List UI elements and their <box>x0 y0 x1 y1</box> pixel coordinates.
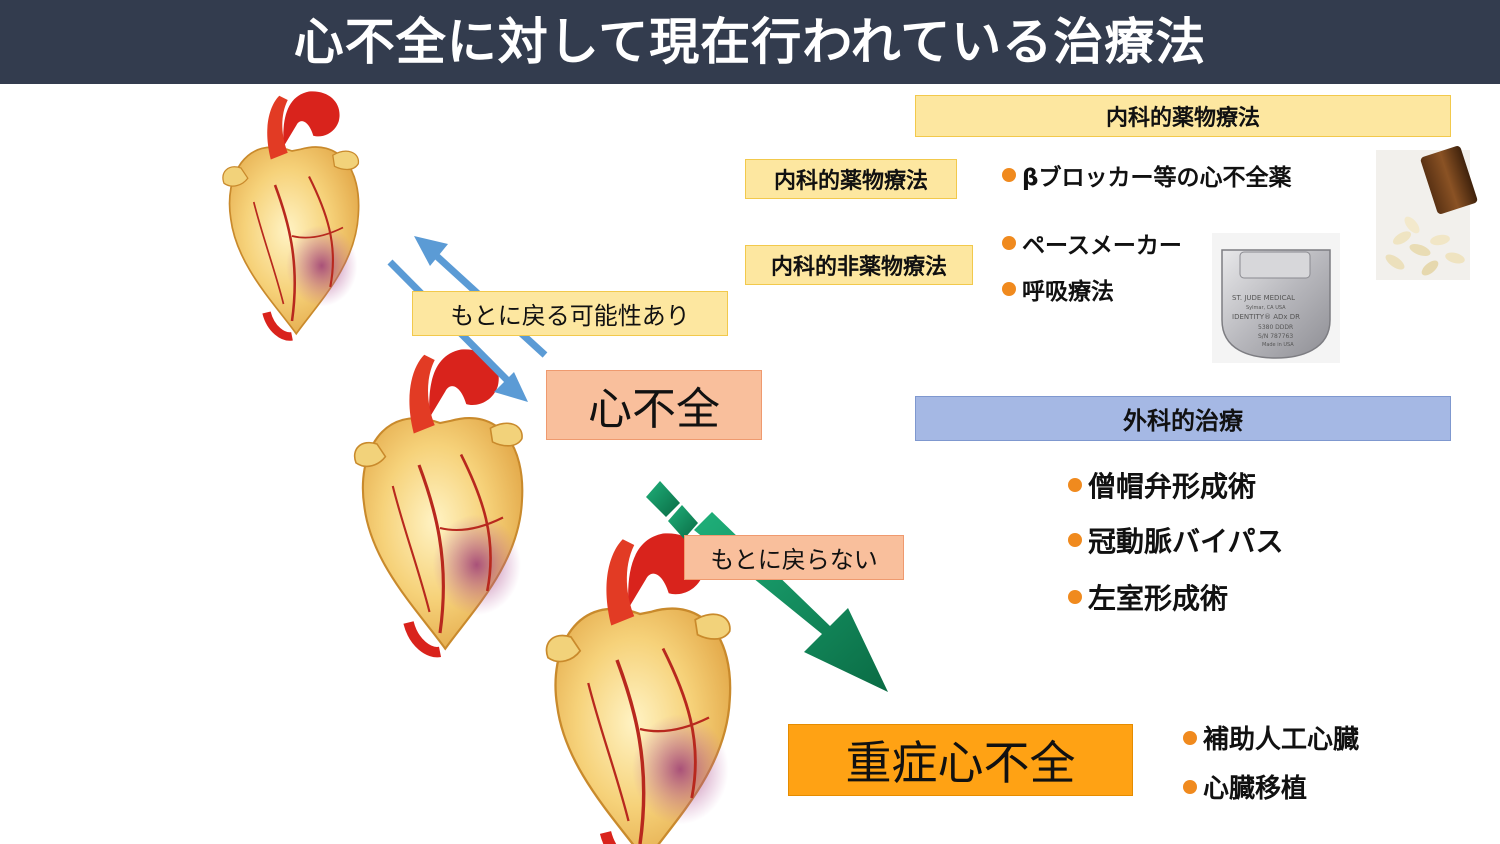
bullet-dot <box>1068 590 1082 604</box>
bullet-dot <box>1183 779 1197 794</box>
non-drug-item: 呼吸療法 <box>1002 272 1114 306</box>
medical-non-drug-therapy-label: 内科的非薬物療法 <box>745 245 973 285</box>
can-return-label: もとに戻る可能性あり <box>412 291 728 336</box>
title-bar <box>0 0 1500 84</box>
svg-text:5380 DDDR: 5380 DDDR <box>1258 324 1293 331</box>
surgical-item: 冠動脈バイパス <box>1068 520 1283 560</box>
severe-item: 補助人工心臓 <box>1183 719 1359 756</box>
heart-illustration-middle <box>355 349 523 652</box>
medical-therapy-header: 内科的薬物療法 <box>915 95 1451 137</box>
heart-illustration-top <box>223 91 359 336</box>
bullet-dot <box>1068 478 1082 492</box>
pacemaker-image: ST. JUDE MEDICAL Sylmar, CA USA IDENTITY… <box>1212 233 1340 363</box>
svg-text:S/N 787763: S/N 787763 <box>1258 333 1293 340</box>
non-drug-item: ペースメーカー <box>1002 226 1182 260</box>
bullet-dot <box>1002 282 1016 296</box>
severe-item: 心臓移植 <box>1183 768 1307 805</box>
surgical-item: 左室形成術 <box>1068 577 1228 617</box>
drug-item: βブロッカー等の心不全薬 <box>1002 158 1291 192</box>
pill-bottle-image <box>1376 146 1478 280</box>
svg-text:Made in USA: Made in USA <box>1262 342 1294 348</box>
bullet-dot <box>1002 168 1016 182</box>
medical-drug-therapy-label: 内科的薬物療法 <box>745 159 957 199</box>
heart-failure-box: 心不全 <box>546 370 762 440</box>
surgical-therapy-header: 外科的治療 <box>915 396 1451 441</box>
bullet-dot <box>1183 730 1197 745</box>
svg-text:ST. JUDE MEDICAL: ST. JUDE MEDICAL <box>1232 294 1295 302</box>
svg-text:IDENTITY® ADx DR: IDENTITY® ADx DR <box>1232 313 1300 321</box>
bullet-dot <box>1068 533 1082 547</box>
severe-heart-failure-box: 重症心不全 <box>788 724 1133 796</box>
svg-text:Sylmar, CA USA: Sylmar, CA USA <box>1246 305 1286 311</box>
bullet-dot <box>1002 236 1016 250</box>
cannot-return-label: もとに戻らない <box>684 535 904 580</box>
page-title: 心不全に対して現在行われている治療法 <box>293 13 1207 71</box>
surgical-item: 僧帽弁形成術 <box>1068 465 1256 505</box>
